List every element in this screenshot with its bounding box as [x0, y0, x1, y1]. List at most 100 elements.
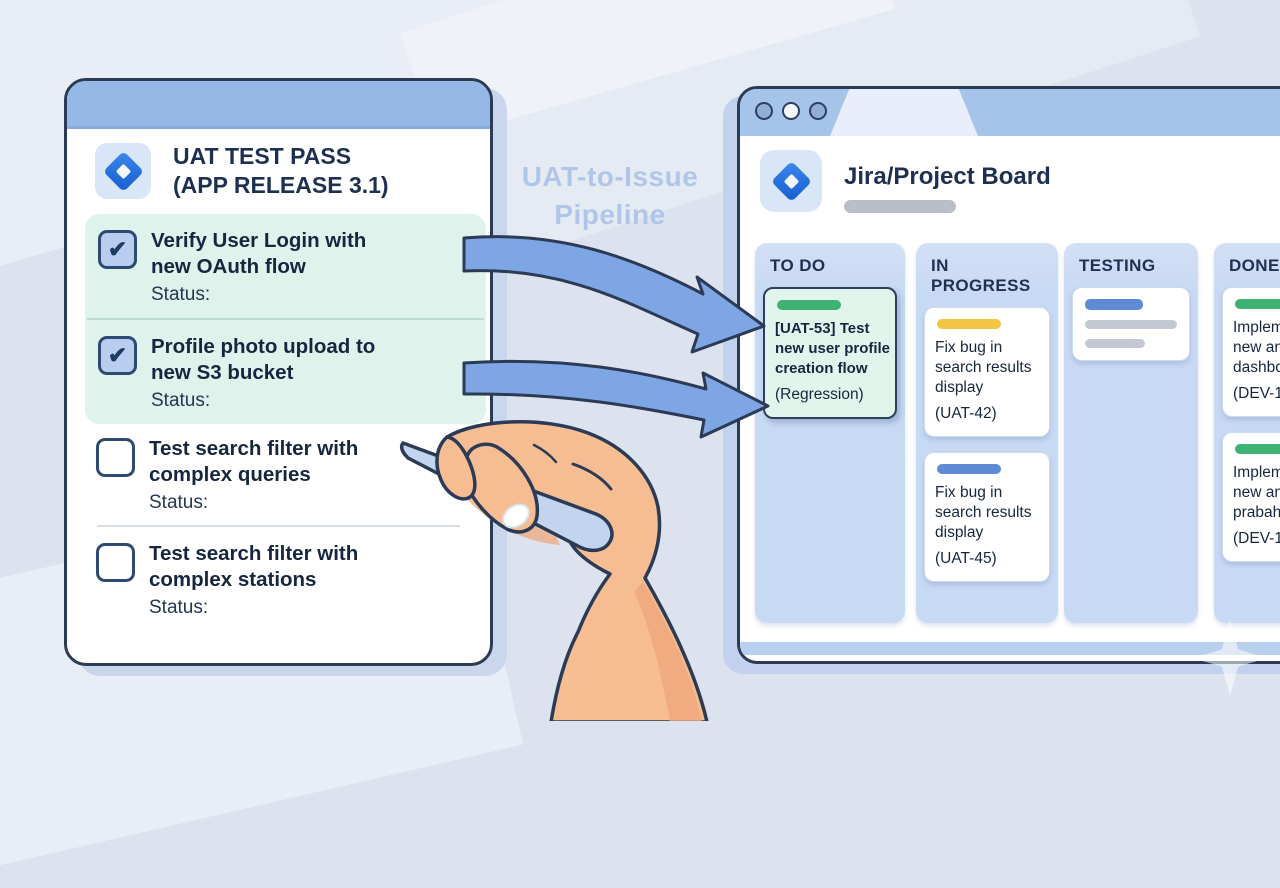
flow-arrow-bottom: [462, 359, 770, 439]
card-uat45-line3: display: [935, 524, 984, 541]
item-2-line2: new S3 bucket: [151, 361, 294, 384]
item-1-line1: Verify User Login with: [151, 229, 367, 252]
card-uat45-line2: search results: [935, 504, 1032, 521]
checkbox-checked-1[interactable]: ✔: [98, 230, 137, 269]
diamond-shape: [102, 150, 144, 192]
knuckle-crease-small: [532, 443, 558, 464]
browser-titlebar: [740, 89, 1280, 136]
diamond-shape: [770, 160, 812, 202]
fingernail: [502, 503, 530, 529]
passed-tests-group: ✔ Verify User Login with new OAuth flow …: [85, 214, 486, 424]
checklist-item-4[interactable]: Test search filter with complex stations…: [67, 529, 490, 628]
card-uat45-line1: Fix bug in: [935, 484, 1003, 501]
card-uat42-line3: display: [935, 379, 984, 396]
checklist-item-1[interactable]: ✔ Verify User Login with new OAuth flow …: [85, 214, 486, 318]
card-uat53-line3: creation flow: [775, 360, 868, 377]
divider: [87, 318, 484, 320]
card-dev1a-line1: Implem: [1233, 319, 1280, 336]
checklist-item-2-text: Profile photo upload to new S3 bucket St…: [151, 334, 375, 412]
pipeline-label-line2: Pipeline: [554, 199, 666, 230]
card-dev1b-line2: new an: [1233, 484, 1280, 501]
board-card-dev1-b[interactable]: Implem new an prabah (DEV-1: [1222, 432, 1280, 562]
checkbox-unchecked-4[interactable]: [96, 543, 135, 582]
blue-status-pill: [937, 464, 1001, 474]
diamond-hole: [783, 173, 799, 189]
column-in-progress: IN PROGRESS Fix bug in search results di…: [916, 243, 1058, 623]
card-dev1a-line2: new an: [1233, 339, 1280, 356]
item-1-line2: new OAuth flow: [151, 255, 306, 278]
card-uat53-line2: new user profile: [775, 340, 891, 357]
jira-board-window: Jira/Project Board TO DO [UAT-53] Test n…: [737, 86, 1280, 664]
check-icon: ✔: [107, 235, 128, 262]
browser-tab[interactable]: [830, 89, 978, 136]
item-1-status-label: Status:: [151, 284, 211, 305]
column-in-progress-name: IN PROGRESS: [931, 256, 1031, 295]
column-todo: TO DO [UAT-53] Test new user profile cre…: [755, 243, 905, 623]
title-underline-bar: [844, 200, 956, 213]
board-card-dev1-a[interactable]: Implem new an dashbo (DEV-1: [1222, 287, 1280, 417]
board-card-uat42[interactable]: Fix bug in search results display (UAT-4…: [924, 307, 1050, 437]
jira-diamond-logo: [760, 150, 822, 212]
board-card-uat53[interactable]: [UAT-53] Test new user profile creation …: [763, 287, 897, 419]
blue-status-pill: [1085, 299, 1143, 310]
column-testing-name: TESTING: [1079, 256, 1156, 275]
skeleton-text-line: [1085, 339, 1145, 348]
item-4-line1: Test search filter with: [149, 542, 359, 565]
checklist-item-1-text: Verify User Login with new OAuth flow St…: [151, 228, 366, 306]
board-card-placeholder[interactable]: [1072, 287, 1190, 361]
board-title-block: Jira/Project Board: [844, 150, 1051, 213]
card-uat42-key: (UAT-42): [935, 405, 997, 422]
item-4-line2: complex stations: [149, 568, 317, 591]
window-footer-bar: [740, 642, 1280, 655]
diamond-hole: [115, 163, 131, 179]
column-done: DONE Implem new an dashbo (DEV-1 Implem …: [1214, 243, 1280, 623]
card-uat42-line2: search results: [935, 359, 1032, 376]
pipeline-label: UAT-to-Issue Pipeline: [498, 158, 722, 234]
checklist-item-3-text: Test search filter with complex queries …: [149, 436, 358, 514]
green-status-pill: [1235, 299, 1280, 309]
item-4-status-label: Status:: [149, 597, 209, 618]
checklist-item-4-text: Test search filter with complex stations…: [149, 541, 358, 619]
card-uat45-key: (UAT-45): [935, 550, 997, 567]
card-dev1b-key: (DEV-1: [1233, 530, 1280, 547]
yellow-status-pill: [937, 319, 1001, 329]
checklist-title-row: UAT TEST PASS (APP RELEASE 3.1): [67, 129, 490, 208]
checklist-item-2[interactable]: ✔ Profile photo upload to new S3 bucket …: [85, 320, 486, 424]
board-card-uat45[interactable]: Fix bug in search results display (UAT-4…: [924, 452, 1050, 582]
divider: [97, 525, 460, 527]
window-dot-3[interactable]: [809, 102, 827, 120]
window-dot-1[interactable]: [755, 102, 773, 120]
board-header: Jira/Project Board: [760, 150, 1051, 213]
green-status-pill: [1235, 444, 1280, 454]
card-dev1a-key: (DEV-1: [1233, 385, 1280, 402]
column-done-name: DONE: [1229, 256, 1280, 275]
item-3-line1: Test search filter with: [149, 437, 359, 460]
knuckle-crease: [571, 462, 613, 491]
skeleton-text-line: [1085, 320, 1177, 329]
item-2-status-label: Status:: [151, 390, 211, 411]
card-dev1b-line1: Implem: [1233, 464, 1280, 481]
card-dev1b-line3: prabah: [1233, 504, 1280, 521]
column-todo-name: TO DO: [770, 256, 826, 275]
checklist-title-line1: UAT TEST PASS: [173, 143, 352, 169]
card-dev1a-line3: dashbo: [1233, 359, 1280, 376]
green-status-pill: [777, 300, 841, 310]
checklist-title: UAT TEST PASS (APP RELEASE 3.1): [173, 142, 389, 200]
checklist-item-3[interactable]: Test search filter with complex queries …: [67, 424, 490, 523]
board-content: Jira/Project Board TO DO [UAT-53] Test n…: [740, 136, 1280, 655]
checklist-card-header-bar: [67, 81, 490, 129]
item-3-line2: complex queries: [149, 463, 311, 486]
window-dot-2[interactable]: [782, 102, 800, 120]
column-testing: TESTING: [1064, 243, 1198, 623]
window-control-dots: [755, 102, 827, 120]
card-uat53-line1: [UAT-53] Test: [775, 320, 870, 337]
checkbox-unchecked-3[interactable]: [96, 438, 135, 477]
checklist-title-line2: (APP RELEASE 3.1): [173, 172, 389, 198]
checkbox-checked-2[interactable]: ✔: [98, 336, 137, 375]
card-uat42-line1: Fix bug in: [935, 339, 1003, 356]
board-title: Jira/Project Board: [844, 163, 1051, 190]
card-uat53-key: (Regression): [775, 386, 864, 403]
check-icon: ✔: [107, 341, 128, 368]
uat-checklist-card: UAT TEST PASS (APP RELEASE 3.1) ✔ Verify…: [64, 78, 493, 666]
